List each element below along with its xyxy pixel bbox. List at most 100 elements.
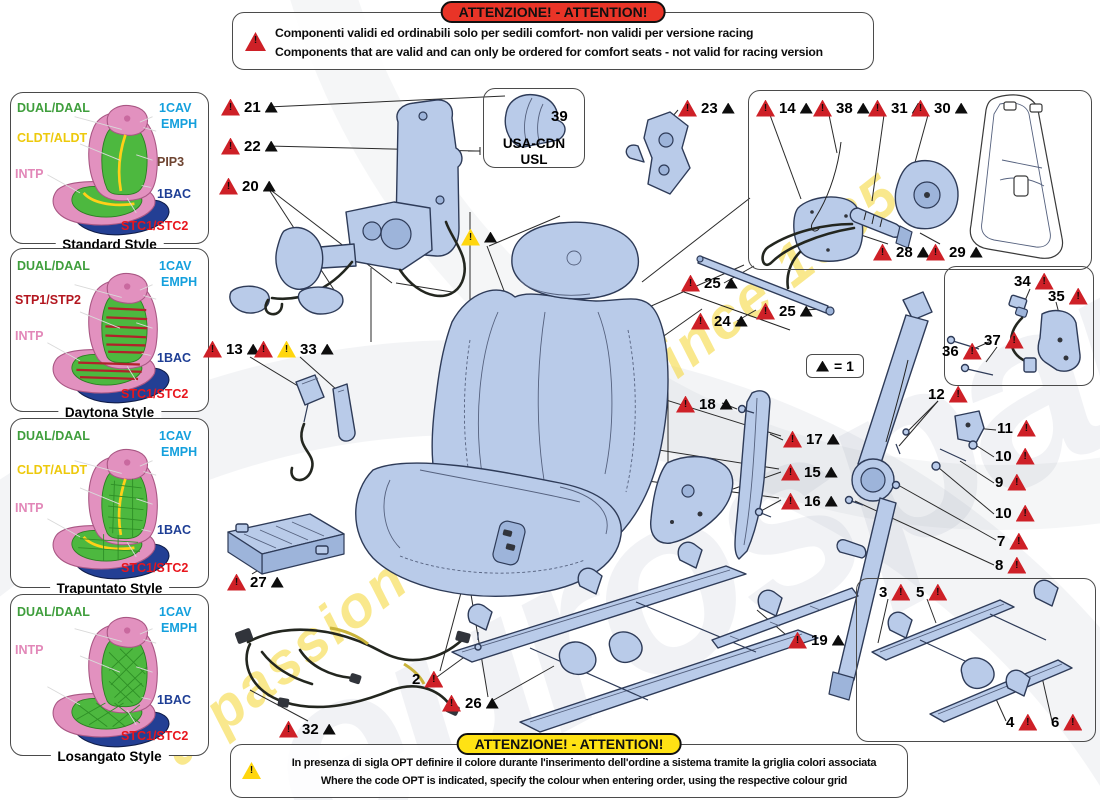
callout-part-17[interactable]: !17 [783,430,840,448]
quantity-triangle-icon [856,102,870,114]
warning-triangle-red-icon: ! [891,583,911,601]
part-number: 18 [699,395,716,413]
attention-banner-bottom-title: ATTENZIONE! - ATTENTION! [456,733,682,755]
part-number: 30 [934,99,951,117]
quantity-triangle-icon [322,723,336,735]
callout-part-25[interactable]: !25 [681,274,738,292]
callout-part-5[interactable]: 5! [916,583,948,601]
seat-code-label: INTP [15,167,44,181]
callout-part-18[interactable]: !18 [676,395,733,413]
callout-part-2[interactable]: 2! [412,670,444,688]
warning-triangle-red-icon: ! [1004,331,1024,349]
part-number: 27 [250,573,267,591]
warning-triangle-red-icon: ! [781,492,800,510]
part-number: 10 [995,504,1012,522]
callout-part-37[interactable]: 37! [984,331,1024,349]
part-number: 24 [714,312,731,330]
part-number: 23 [701,99,718,117]
callout-part-29[interactable]: !29 [926,243,983,261]
callout-part-13[interactable]: !13 [203,340,260,358]
headrest-motor-part [625,111,691,195]
warning-triangle-red-icon: ! [962,342,982,360]
quantity-triangle-icon [916,246,930,258]
callout-part-32[interactable]: !32 [279,720,336,738]
callout-part-14[interactable]: !14 [756,99,813,117]
callout-part-34[interactable]: 34! [1014,272,1054,290]
callout-part-24[interactable]: !24 [691,312,748,330]
callout-part-22[interactable]: !22 [221,137,278,155]
warning-triangle-red-icon: ! [756,99,775,117]
callout-part-8[interactable]: 8! [995,556,1027,574]
callout-part-25[interactable]: !25 [756,302,813,320]
seat-code-label: EMPH [161,275,198,289]
callout-part-6[interactable]: 6! [1051,713,1083,731]
callout-part-21[interactable]: !21 [221,98,278,116]
quantity-triangle-icon [824,466,838,478]
warning-triangle-red-icon: ! [911,99,930,117]
part-number: 38 [836,99,853,117]
callout-part-15[interactable]: !15 [781,463,838,481]
seat-code-label: CLDT/ALDT [17,131,88,145]
callout-part-36[interactable]: 36! [942,342,982,360]
attention-banner-top: ATTENZIONE! - ATTENTION! ! Componenti va… [232,1,874,70]
seat-code-label: DUAL/DAAL [17,429,90,443]
callout-part-23[interactable]: !23 [678,99,735,117]
seat-code-label: EMPH [161,445,198,459]
callout-part-10[interactable]: 10! [995,447,1035,465]
style-panel-title: Losangato Style [50,749,169,764]
banner-top-line1: Componenti validi ed ordinabili solo per… [275,26,754,40]
callout-part-35[interactable]: 35! [1048,287,1088,305]
seat-code-label: EMPH [161,621,198,635]
usl-label: USL [520,152,548,167]
buckle-parts [290,374,356,482]
callout-part-20[interactable]: !20 [219,177,276,195]
callout-part-39[interactable]: 39 [551,107,568,125]
seat-code-label: DUAL/DAAL [17,101,90,115]
seat-style-illustration [47,616,170,748]
warning-triangle-red-icon: ! [254,340,273,358]
warning-triangle-red-icon: ! [1068,287,1088,305]
callout-part-26[interactable]: !26 [442,694,499,712]
quantity-triangle-icon [264,101,278,113]
callout-part-28[interactable]: !28 [873,243,930,261]
warning-triangle-red-icon: ! [813,99,832,117]
callout-part-3[interactable]: 3! [879,583,911,601]
seat-code-label: INTP [15,501,44,515]
style-panel-title: Daytona Style [57,405,162,420]
warning-triangle-red-icon: ! [681,274,700,292]
part-number: 11 [997,419,1013,437]
banner-bottom-line2: Where the code OPT is indicated, specify… [320,774,848,787]
warning-triangle-red-icon: ! [1007,556,1027,574]
callout-part-33[interactable]: !!33 [254,340,334,358]
warning-triangle-red-icon: ! [227,573,246,591]
seat-code-label: STC1/STC2 [121,387,189,401]
quantity-triangle-icon [485,697,499,709]
callout-part-7[interactable]: 7! [997,532,1029,550]
part-number: 7 [997,532,1006,550]
leader-lines [249,95,1062,722]
callout-part-38[interactable]: !38 [813,99,870,117]
callout-part-19[interactable]: !19 [788,631,845,649]
callout-part-30[interactable]: !30 [911,99,968,117]
part-number: 25 [704,274,721,292]
seat-style-illustration [47,104,170,236]
seat-code-label: STC1/STC2 [121,729,189,743]
motor-assembly-part [229,99,481,316]
banner-top-line2: Components that are valid and can only b… [275,44,823,59]
callout-part-10[interactable]: 10! [995,504,1035,522]
warning-triangle-red-icon: ! [221,98,240,116]
callout-part-9[interactable]: 9! [995,473,1027,491]
warning-triangle-red-icon: ! [756,302,775,320]
usa-cdn-box: USA-CDN USL [483,88,585,168]
callout-part-12[interactable]: 12! [928,385,968,403]
callout-part-16[interactable]: !16 [781,492,838,510]
seat-ecu [227,513,345,575]
part-number: 32 [302,720,319,738]
callout-part-warning[interactable]: ! [461,228,497,246]
seat-code-label: 1BAC [157,523,192,537]
callout-part-27[interactable]: !27 [227,573,284,591]
part-number: 31 [891,99,908,117]
callout-part-11[interactable]: 11! [997,419,1036,437]
callout-part-4[interactable]: 4! [1006,713,1038,731]
